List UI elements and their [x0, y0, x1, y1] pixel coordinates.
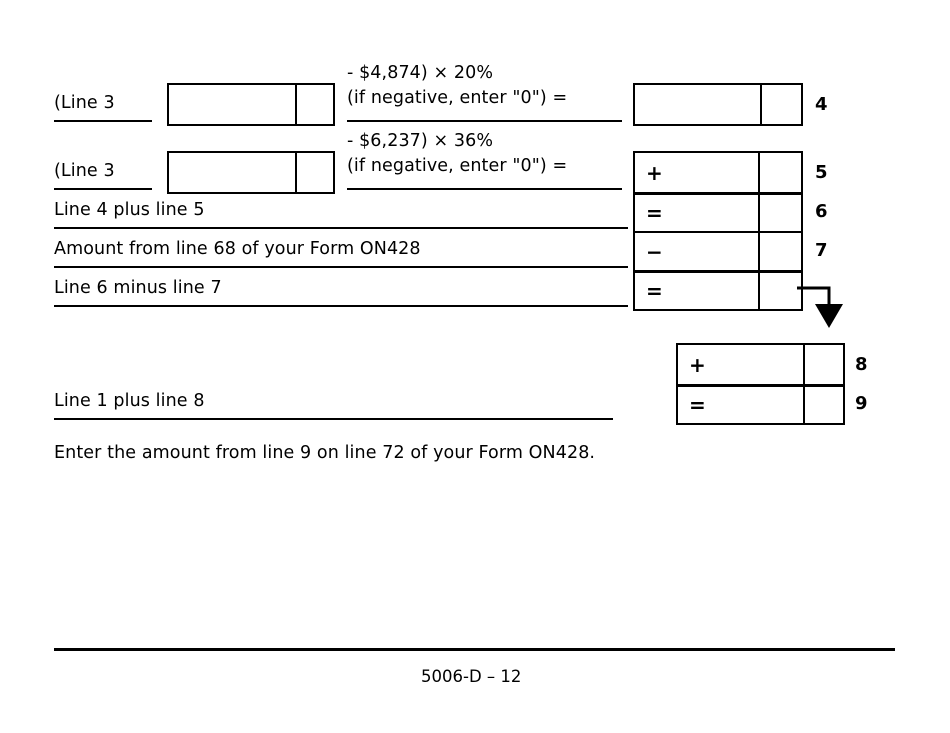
line-number-8: 8 — [855, 354, 868, 375]
final-instruction-text: Enter the amount from line 9 on line 72 … — [54, 443, 596, 463]
stacked-amount-boxes-group: + = − = — [633, 151, 803, 311]
line-9-label: Line 1 plus line 8 — [54, 391, 205, 411]
line-5-formula-line1: - $6,237) × 36% — [347, 131, 494, 151]
line-number-9: 9 — [855, 393, 868, 414]
line-4-cents-divider — [295, 83, 297, 126]
line-8-subtotal-underline — [54, 305, 628, 307]
line-7-underline — [54, 266, 628, 268]
line-5-formula-underline — [347, 188, 622, 190]
amount-box-line-6[interactable]: = — [635, 192, 801, 231]
line-5-cents-divider — [295, 151, 297, 194]
line-5-left-underline — [54, 188, 152, 190]
line-4-left-label: (Line 3 — [54, 93, 115, 113]
amount-box-line-8[interactable]: + — [678, 345, 843, 384]
operator-plus-line-5: + — [646, 160, 663, 185]
line-4-formula-line1: - $4,874) × 20% — [347, 63, 494, 83]
line-5-left-label: (Line 3 — [54, 161, 115, 181]
line-6-label: Line 4 plus line 5 — [54, 200, 205, 220]
line-4-entry-box[interactable] — [167, 83, 335, 126]
line-number-6: 6 — [815, 201, 828, 222]
operator-minus-line-7: − — [646, 239, 663, 264]
amount-box-line-5[interactable]: + — [635, 153, 801, 192]
line-4-amount-cents-divider — [760, 83, 762, 126]
amount-box-line-9[interactable]: = — [678, 384, 843, 423]
operator-plus-line-8: + — [689, 352, 706, 377]
line-5-formula-line2: (if negative, enter "0") = — [347, 156, 568, 176]
line-9-underline — [54, 418, 613, 420]
line-8-subtotal-label: Line 6 minus line 7 — [54, 278, 222, 298]
line-number-7: 7 — [815, 240, 828, 261]
operator-equals-subtotal: = — [646, 279, 663, 303]
line-5-entry-box[interactable] — [167, 151, 335, 194]
line-7-label: Amount from line 68 of your Form ON428 — [54, 239, 421, 259]
footer-form-code: 5006-D – 12 — [421, 667, 522, 686]
final-amount-boxes-group: + = — [676, 343, 845, 425]
line-number-4: 4 — [815, 94, 828, 115]
footer-divider — [54, 648, 895, 651]
line-6-underline — [54, 227, 628, 229]
operator-equals-line-6: = — [646, 201, 663, 225]
line-number-5: 5 — [815, 162, 828, 183]
line-4-formula-line2: (if negative, enter "0") = — [347, 88, 568, 108]
line-4-left-underline — [54, 120, 152, 122]
amount-box-line-7[interactable]: − — [635, 231, 801, 270]
line-4-formula-underline — [347, 120, 622, 122]
flow-arrow-connector — [797, 286, 843, 328]
line-4-amount-box[interactable] — [633, 83, 803, 126]
amount-box-line-8-subtotal[interactable]: = — [635, 270, 801, 309]
operator-equals-line-9: = — [689, 393, 706, 417]
